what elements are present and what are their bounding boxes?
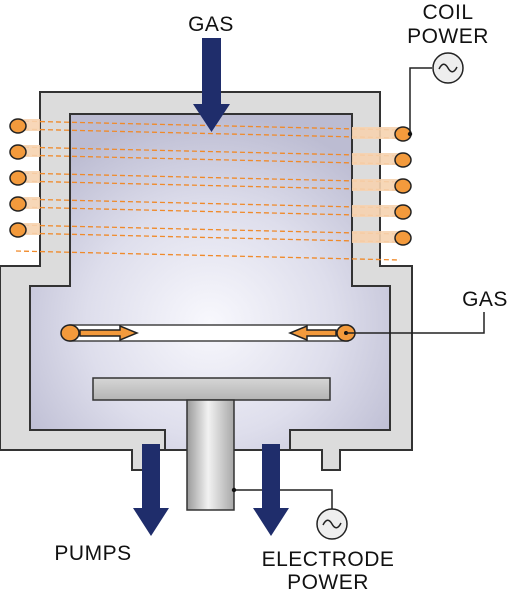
electrode-power-label-line2: POWER: [287, 571, 369, 594]
pumps-label: PUMPS: [54, 542, 131, 565]
pump-arrow-right: [253, 444, 289, 536]
electrode-plate: [92, 377, 331, 401]
coil-ends-right: [394, 126, 412, 246]
gas-flow-arrow-left: [79, 324, 139, 342]
coil-ends-left: [9, 118, 27, 238]
gas-side-label: GAS: [462, 288, 508, 311]
coil-bands-right: [352, 127, 402, 243]
plasma-chamber: [29, 113, 391, 451]
pump-arrow-left: [133, 444, 169, 536]
gas-distribution-ring: [60, 324, 356, 342]
gas-inlet-left: [60, 324, 80, 342]
gas-top-label: GAS: [188, 13, 234, 36]
coil-power-label-line2: POWER: [407, 25, 489, 48]
electrode-ac-source: [316, 508, 348, 540]
gas-flow-arrow-right: [288, 324, 337, 342]
coil-power-wire: [409, 67, 432, 134]
gas-feed-line: [346, 312, 485, 334]
electrode-power-wire: [234, 489, 333, 510]
electrode-shaft: [186, 399, 235, 511]
electrode-power-label-line1: ELECTRODE: [262, 548, 395, 571]
coil-ac-source: [432, 52, 464, 84]
gas-inlet-arrow: [193, 38, 230, 132]
coil-power-label-line1: COIL: [422, 1, 473, 24]
induction-coil: [9, 118, 412, 261]
